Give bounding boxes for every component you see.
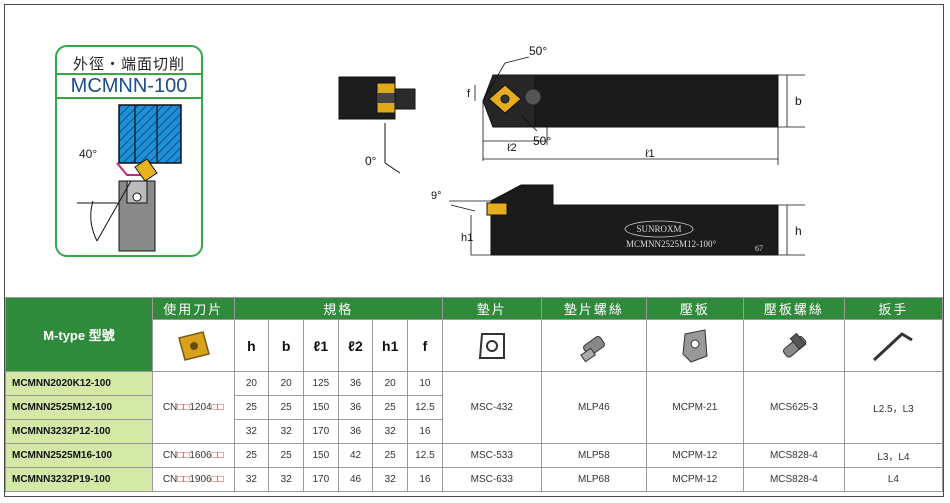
cell-l1: 150 xyxy=(302,395,339,420)
cell-f: 16 xyxy=(407,419,443,444)
engraving-number: 67 xyxy=(755,244,763,253)
table-row: MCMNN2020K12-100 CN□□1204□□ 20 20 125 36… xyxy=(5,371,944,444)
brand-engraving: SUNROXM xyxy=(636,224,681,234)
model-cell: MCMNN3232P19-100 xyxy=(5,467,153,492)
insert-cell: CN□□1606□□ xyxy=(151,443,235,468)
operation-illustration xyxy=(77,104,182,252)
clamp-cell: MCPM-21 xyxy=(645,371,744,444)
cell-l2: 36 xyxy=(337,419,374,444)
header-clamp: 壓板 xyxy=(645,297,744,320)
cell-b: 32 xyxy=(268,467,304,492)
cell-h: 25 xyxy=(233,443,270,468)
dim-h1-header: h1 xyxy=(372,319,409,372)
model-cell: MCMNN2525M12-100 xyxy=(5,395,153,420)
wrench-cell: L4 xyxy=(843,467,944,492)
model-cell: MCMNN2525M16-100 xyxy=(5,443,153,468)
cell-f: 10 xyxy=(407,371,443,396)
cell-h: 32 xyxy=(233,419,270,444)
cell-l1: 170 xyxy=(302,419,339,444)
cell-l1: 170 xyxy=(302,467,339,492)
cell-f: 12.5 xyxy=(407,395,443,420)
header-model: M-type 型號 xyxy=(5,297,153,372)
cell-b: 25 xyxy=(268,443,304,468)
zero-angle-label: 0° xyxy=(365,154,377,168)
operation-card: 外徑・端面切削 MCMNN-100 xyxy=(55,45,203,257)
shim-icon xyxy=(441,319,542,372)
clamp-icon xyxy=(645,319,744,372)
cell-l1: 150 xyxy=(302,443,339,468)
table-row: MCMNN2525M12-100 25 25 150 36 25 12.5 xyxy=(5,395,943,420)
cell-f: 16 xyxy=(407,467,443,492)
cell-l1: 125 xyxy=(302,371,339,396)
cell-b: 20 xyxy=(268,371,304,396)
top-angle-label: 50° xyxy=(529,44,547,58)
shim-screw-icon xyxy=(540,319,647,372)
wrench-cell: L3，L4 xyxy=(843,443,944,468)
shim-screw-cell: MLP58 xyxy=(540,443,647,468)
dim-h1-label: h1 xyxy=(461,232,473,244)
left-angle-label: 40° xyxy=(79,147,98,161)
spec-table: M-type 型號 使用刀片 規格 墊片 墊片螺絲 壓板 壓板螺絲 扳手 h b… xyxy=(5,297,944,492)
shim-screw-cell: MLP46 xyxy=(540,371,647,444)
cell-h1: 25 xyxy=(372,443,409,468)
cell-l2: 36 xyxy=(337,395,374,420)
diagram-area: 外徑・端面切削 MCMNN-100 xyxy=(5,5,943,297)
dim-l1-header: ℓ1 xyxy=(302,319,339,372)
model-cell: MCMNN3232P12-100 xyxy=(5,419,153,444)
model-engraving: MCMNN2525M12-100° xyxy=(626,239,717,249)
nine-angle-label: 9° xyxy=(431,190,442,202)
table-row: MCMNN3232P19-100 CN□□1906□□ 32 32 170 46… xyxy=(5,467,944,492)
shim-cell: MSC-633 xyxy=(441,467,542,492)
dim-h-label: h xyxy=(795,224,802,238)
clamp-cell: MCPM-12 xyxy=(645,443,744,468)
cell-b: 25 xyxy=(268,395,304,420)
operation-model: MCMNN-100 xyxy=(57,73,201,99)
bottom-angle-label: 50° xyxy=(533,134,551,148)
model-cell: MCMNN2020K12-100 xyxy=(5,371,153,396)
clamp-screw-cell: MCS828-4 xyxy=(742,443,845,468)
header-spec: 規格 xyxy=(233,297,443,320)
cell-h1: 32 xyxy=(372,419,409,444)
operation-title: 外徑・端面切削 xyxy=(72,56,185,73)
dim-f-header: f xyxy=(407,319,443,372)
header-insert: 使用刀片 xyxy=(151,297,235,320)
cell-l2: 42 xyxy=(337,443,374,468)
header-wrench: 扳手 xyxy=(843,297,944,320)
clamp-screw-cell: MCS625-3 xyxy=(742,371,845,444)
cell-l2: 36 xyxy=(337,371,374,396)
shim-cell: MSC-432 xyxy=(441,371,542,444)
table-row: MCMNN2525M16-100 CN□□1606□□ 25 25 150 42… xyxy=(5,443,944,468)
dim-b-label: b xyxy=(795,94,802,108)
dim-h-header: h xyxy=(233,319,270,372)
insert-icon xyxy=(151,319,235,372)
insert-cell: CN□□1906□□ xyxy=(151,467,235,492)
header-clamp-screw: 壓板螺絲 xyxy=(742,297,845,320)
cell-h1: 20 xyxy=(372,371,409,396)
dim-l1-label: ℓ1 xyxy=(645,148,655,160)
header-shim-screw: 墊片螺絲 xyxy=(540,297,647,320)
cell-h: 20 xyxy=(233,371,270,396)
dim-l2-label: ℓ2 xyxy=(507,142,517,154)
cell-h1: 32 xyxy=(372,467,409,492)
cell-h1: 25 xyxy=(372,395,409,420)
dim-b-header: b xyxy=(268,319,304,372)
catalog-page: 外徑・端面切削 MCMNN-100 xyxy=(4,4,944,497)
technical-drawing: 50° 50° 0° 9° f b ℓ1 ℓ2 h1 h SUNROXM MCM… xyxy=(338,44,805,256)
clamp-cell: MCPM-12 xyxy=(645,467,744,492)
wrench-icon xyxy=(843,319,944,372)
clamp-screw-icon xyxy=(742,319,845,372)
insert-cell: CN□□1204□□ xyxy=(151,371,235,444)
wrench-cell: L2.5，L3 xyxy=(843,371,944,444)
cell-h: 25 xyxy=(233,395,270,420)
dim-f-label: f xyxy=(467,88,471,100)
dim-l2-header: ℓ2 xyxy=(337,319,374,372)
header-shim: 墊片 xyxy=(441,297,542,320)
cell-f: 12.5 xyxy=(407,443,443,468)
clamp-screw-cell: MCS828-4 xyxy=(742,467,845,492)
cell-l2: 46 xyxy=(337,467,374,492)
cell-b: 32 xyxy=(268,419,304,444)
shim-cell: MSC-533 xyxy=(441,443,542,468)
cell-h: 32 xyxy=(233,467,270,492)
shim-screw-cell: MLP68 xyxy=(540,467,647,492)
